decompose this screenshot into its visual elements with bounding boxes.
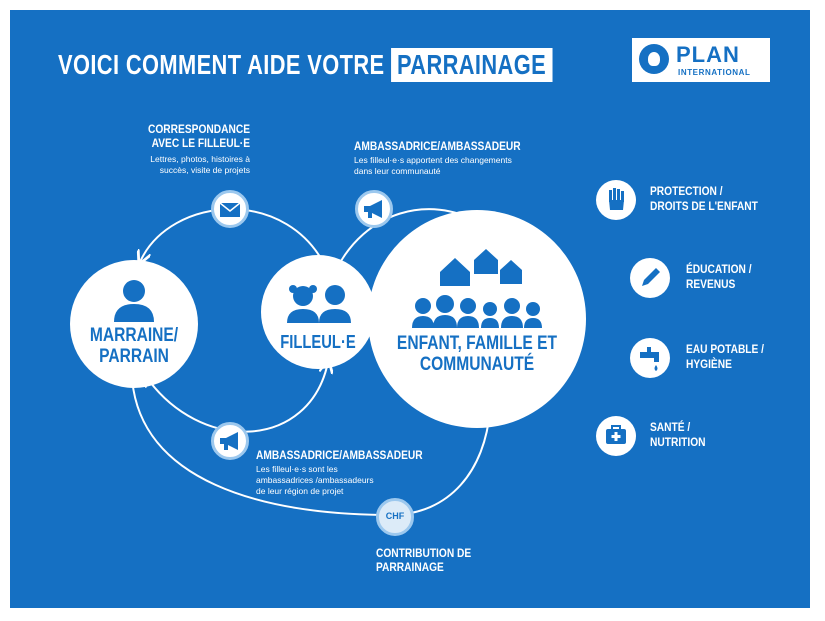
title-highlight: PARRAINAGE [390, 48, 553, 82]
family-people-icon [412, 295, 542, 328]
medical-kit-icon [606, 425, 626, 444]
chf-label: CHF [385, 511, 405, 521]
houses-icon [440, 249, 522, 286]
megaphone-badge-top [355, 190, 393, 228]
theme-education-label: ÉDUCATION / REVENUS [686, 262, 752, 291]
envelope-badge [211, 190, 249, 228]
envelope-icon [219, 202, 241, 217]
child-label: FILLEUL·E [280, 332, 356, 352]
megaphone-icon [364, 200, 382, 218]
community-label: ENFANT, FAMILLE ET COMMUNAUTÉ [396, 333, 558, 375]
theme-protection-badge [596, 180, 636, 220]
ambassador-top-title: AMBASSADRICE/AMBASSADEUR [354, 139, 521, 153]
ambassador-bottom-text: Les filleul·e·s sont les ambassadrices /… [256, 464, 374, 497]
megaphone-badge-bottom [211, 422, 249, 460]
theme-health-label: SANTÉ / NUTRITION [650, 420, 706, 449]
theme-health-badge [596, 416, 636, 456]
theme-protection-label: PROTECTION / DROITS DE L'ENFANT [650, 184, 758, 213]
title-text: VOICI COMMENT AIDE VOTRE [58, 49, 385, 80]
arrow-contribution [131, 377, 490, 517]
community-node: ENFANT, FAMILLE ET COMMUNAUTÉ [368, 210, 586, 428]
megaphone-icon [220, 432, 238, 450]
sponsor-label: MARRAINE/ PARRAIN [89, 325, 179, 367]
raised-hand-icon [609, 188, 624, 210]
logo-mark-icon [639, 44, 669, 74]
sponsor-node: MARRAINE/ PARRAIN [70, 260, 198, 388]
contribution-title: CONTRIBUTION DE PARRAINAGE [376, 546, 472, 575]
correspondence-text: Lettres, photos, histoires à succès, vis… [150, 154, 250, 176]
chf-coin-badge: CHF [376, 498, 414, 536]
ambassador-bottom-title: AMBASSADRICE/AMBASSADEUR [256, 448, 423, 462]
theme-water-badge [630, 338, 670, 378]
pencil-icon [642, 268, 660, 286]
plan-international-logo: PLAN INTERNATIONAL [632, 38, 770, 82]
water-tap-icon [640, 347, 659, 371]
sponsor-person-icon [114, 280, 154, 322]
theme-water-label: EAU POTABLE / HYGIÈNE [686, 342, 765, 371]
children-icon [287, 285, 351, 323]
theme-education-badge [630, 258, 670, 298]
logo-subtitle: INTERNATIONAL [678, 68, 751, 77]
arrow-ambassador-bottom [145, 362, 328, 433]
ambassador-top-text: Les filleul·e·s apportent des changement… [354, 155, 512, 177]
child-node: FILLEUL·E [261, 255, 375, 369]
logo-name: PLAN [676, 42, 740, 67]
community-illustration [412, 249, 542, 328]
correspondence-title: CORRESPONDANCE AVEC LE FILLEUL·E [147, 122, 250, 151]
